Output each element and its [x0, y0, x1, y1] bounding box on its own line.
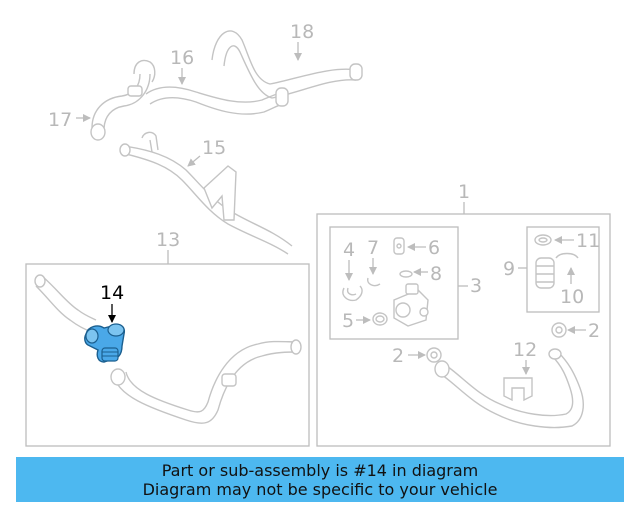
part-12-bracket[interactable]: [503, 377, 533, 402]
callout-2b: 2: [588, 320, 600, 342]
hose-15[interactable]: [119, 131, 293, 255]
part-3-housing[interactable]: [393, 283, 429, 327]
banner-line-1: Part or sub-assembly is #14 in diagram: [161, 460, 479, 480]
callout-5: 5: [342, 310, 354, 332]
part-14-highlighted[interactable]: [84, 323, 126, 363]
hose-13-upper[interactable]: [34, 274, 97, 333]
part-11-oring[interactable]: [534, 234, 552, 246]
part-9-valve[interactable]: [535, 252, 579, 289]
part-7-spring-clip[interactable]: [367, 277, 381, 287]
hose-13-lower[interactable]: [110, 339, 302, 424]
hose-18[interactable]: [211, 30, 363, 99]
callout-9: 9: [503, 258, 515, 280]
hose-16[interactable]: [145, 86, 289, 115]
callout-14: 14: [100, 282, 124, 304]
banner-line-2: Diagram may not be specific to your vehi…: [142, 479, 498, 499]
part-4-clip[interactable]: [342, 285, 363, 302]
part-5-oring[interactable]: [372, 312, 388, 326]
callout-2a: 2: [392, 345, 404, 367]
info-banner: Part or sub-assembly is #14 in diagram D…: [16, 457, 624, 502]
part-8-oring[interactable]: [399, 270, 413, 278]
callout-18: 18: [290, 21, 314, 43]
box-9: [526, 226, 600, 313]
box-3: [329, 226, 459, 340]
callout-6: 6: [428, 237, 440, 259]
callout-15: 15: [202, 137, 226, 159]
callout-13: 13: [156, 229, 180, 251]
callout-3: 3: [470, 275, 482, 297]
callout-4: 4: [343, 239, 355, 261]
callout-12: 12: [513, 339, 537, 361]
callout-8: 8: [430, 263, 442, 285]
callout-11: 11: [576, 230, 600, 252]
callout-16: 16: [170, 47, 194, 69]
part-6-sensor[interactable]: [393, 237, 405, 255]
part-2-clamp-right[interactable]: [551, 322, 567, 338]
callout-7: 7: [367, 237, 379, 259]
hose-1[interactable]: [434, 348, 584, 429]
callout-10: 10: [560, 286, 584, 308]
callout-1: 1: [458, 181, 470, 203]
part-2-clamp-left[interactable]: [426, 347, 442, 363]
hose-17[interactable]: [90, 59, 156, 141]
callout-17: 17: [48, 109, 72, 131]
